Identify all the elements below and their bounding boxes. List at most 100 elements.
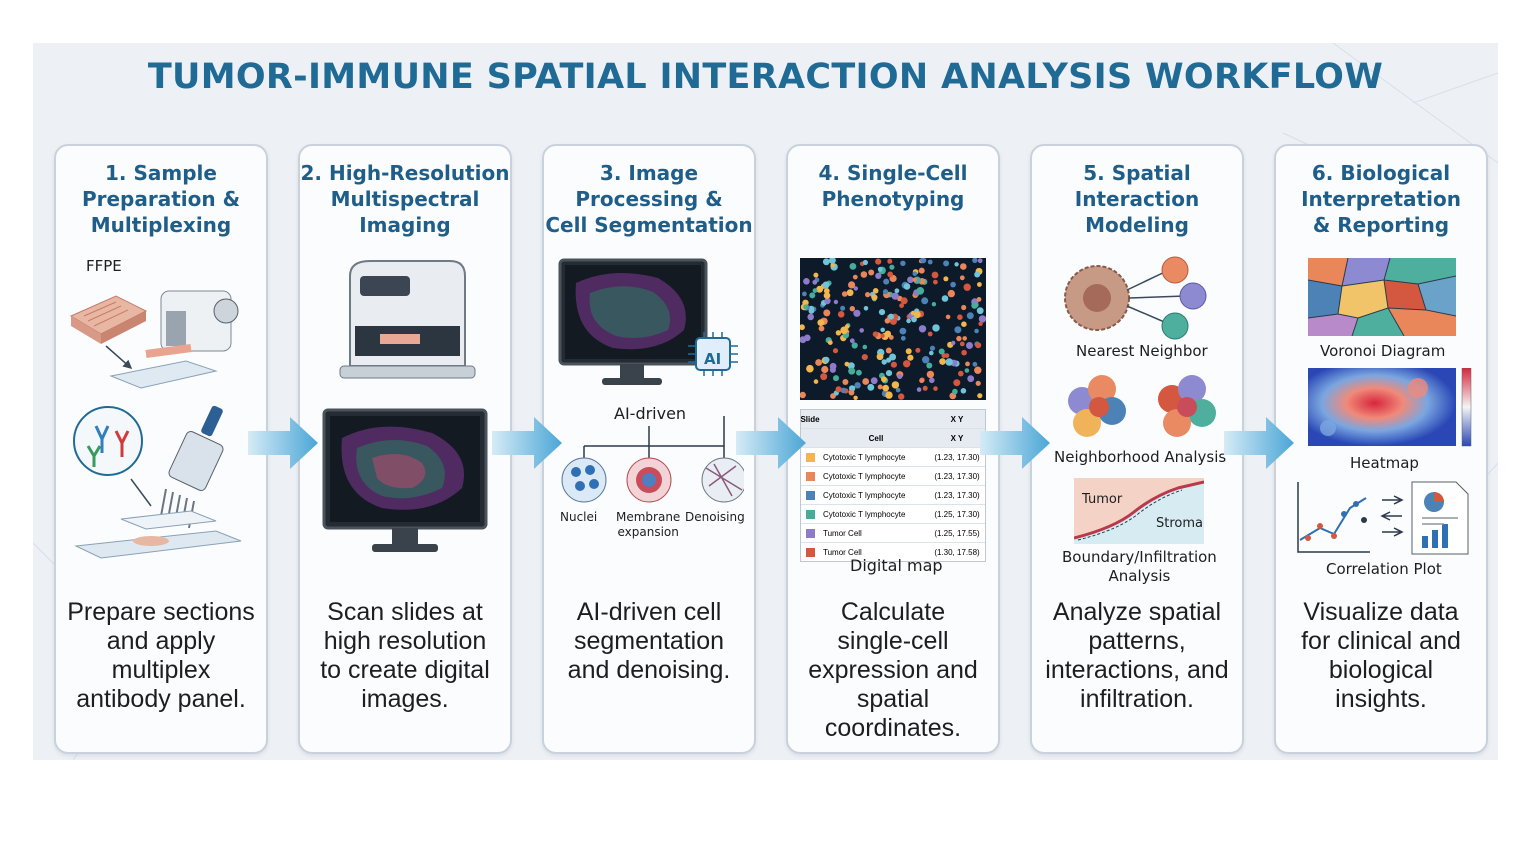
cell-dot [951, 340, 956, 346]
table-cell-xy: (1.23, 17.30) [934, 452, 980, 462]
cell-dot [876, 353, 884, 361]
cell-dot [889, 264, 895, 270]
cell-dot [933, 279, 938, 285]
cell-dot [833, 299, 839, 305]
cell-dot [829, 362, 837, 370]
cell-dot [899, 327, 907, 335]
table-row: Tumor Cell(1.25, 17.55) [801, 523, 985, 542]
heatmap-label: Heatmap [1350, 454, 1419, 472]
cell-dot [833, 375, 839, 382]
step-2-description-line: Scan slides at [327, 598, 483, 626]
cell-dot [849, 338, 855, 344]
neighborhood-icon [1068, 375, 1216, 437]
flow-arrow-3-icon [736, 417, 806, 469]
step-4-title-line: 4. Single-Cell [818, 161, 968, 185]
step-3-title-line: Cell Segmentation [545, 213, 753, 237]
step-6-description-line: biological [1328, 656, 1434, 684]
monitor-icon [322, 408, 488, 552]
cell-dot [844, 361, 850, 367]
cell-dot [953, 379, 961, 387]
step-6-description-line: Visualize data [1303, 598, 1459, 626]
cell-dot [808, 305, 815, 312]
step-4-title-line: Phenotyping [821, 187, 965, 211]
cell-dot [862, 259, 868, 266]
cell-dot [883, 278, 890, 285]
cell-dot [822, 281, 830, 289]
cell-dot [840, 387, 847, 394]
step-1-description-line: multiplex [111, 656, 211, 684]
cell-dot [933, 386, 938, 391]
table-header-xy: X Y [950, 433, 964, 443]
step-3-title-line: Processing & [575, 187, 723, 211]
cell-dot [809, 292, 816, 299]
cell-dot [875, 272, 882, 279]
table-cell-type: Cytotoxic T lymphocyte [823, 509, 906, 519]
table-cell-xy: (1.23, 17.30) [934, 471, 980, 481]
cell-dot [822, 258, 830, 266]
color-swatch [805, 509, 815, 519]
table-row: Cytotoxic T lymphocyte(1.23, 17.30) [801, 447, 985, 466]
step-1-description-line: and apply [106, 627, 216, 655]
phenotype-image [800, 258, 986, 400]
cell-dot [813, 272, 819, 278]
cell-dot [907, 276, 914, 284]
step-4-description-line: expression and [808, 656, 978, 684]
table-header-xy: X Y [950, 414, 964, 424]
cell-dot [863, 306, 869, 311]
step-5-description: Analyze spatial patterns, interactions, … [1038, 598, 1236, 714]
page-title: TUMOR-IMMUNE SPATIAL INTERACTION ANALYSI… [147, 57, 1384, 97]
cell-dot [916, 287, 925, 295]
ai-badge: AI [704, 350, 722, 368]
cell-dot [802, 291, 807, 297]
boundary-icon [1074, 478, 1204, 544]
cell-dot [827, 340, 833, 345]
cell-dot [920, 258, 927, 264]
cell-dot [871, 294, 878, 301]
nearest-neighbor-icon [1064, 256, 1207, 340]
cell-dot [978, 321, 983, 326]
boundary-label: Boundary/Infiltration Analysis [1062, 548, 1217, 586]
nuclei-label: Nuclei [560, 510, 598, 524]
cell-dot [853, 395, 858, 400]
cell-dot [903, 360, 911, 368]
cell-dot [849, 263, 857, 270]
cell-dot [885, 347, 892, 354]
cell-dot [848, 367, 856, 375]
cell-dot [815, 359, 822, 366]
table-row: Cytotoxic T lymphocyte (1.23, 17.30) [801, 466, 985, 485]
cell-dot [960, 263, 967, 270]
cell-dot [887, 258, 893, 264]
step-5-description-line: infiltration. [1080, 685, 1194, 713]
microtome-icon [69, 290, 239, 389]
cell-dot [941, 295, 949, 302]
ffpe-label: FFPE [86, 257, 122, 275]
cell-dot [856, 369, 862, 376]
step-5-title-line: 5. Spatial [1083, 161, 1191, 185]
voronoi-icon [1308, 258, 1456, 336]
step-3-description: AI-driven cell segmentation and denoisin… [550, 598, 748, 685]
ai-chip-icon [688, 332, 738, 376]
cell-dot [886, 357, 892, 363]
cell-dot [882, 289, 889, 295]
step-6-title-line: Interpretation [1301, 187, 1461, 211]
cell-dot [912, 277, 917, 282]
cell-dot [862, 378, 870, 385]
nearest-neighbor-label: Nearest Neighbor [1076, 342, 1208, 360]
cell-dot [943, 260, 950, 267]
phenotype-table: Slide X Y Cell X Y Cytotoxic T lymphocyt… [800, 409, 986, 562]
cell-dot [891, 381, 900, 389]
processing-monitor-icon [558, 258, 708, 385]
table-cell-type: Cytotoxic T lymphocyte [823, 471, 906, 481]
table-row: Cytotoxic T lymphocyte(1.23, 17.30) [801, 485, 985, 504]
cell-dot [895, 387, 901, 393]
cell-dot [974, 328, 979, 334]
cell-dot [947, 289, 955, 298]
step-5-title-line: Interaction [1074, 187, 1200, 211]
cell-dot [865, 292, 871, 298]
cell-dot [963, 283, 971, 291]
cell-dot [954, 262, 959, 267]
color-swatch [805, 528, 815, 538]
step-6-title-line: & Reporting [1312, 213, 1450, 237]
cell-dot [975, 380, 981, 386]
cell-dot [966, 342, 973, 349]
